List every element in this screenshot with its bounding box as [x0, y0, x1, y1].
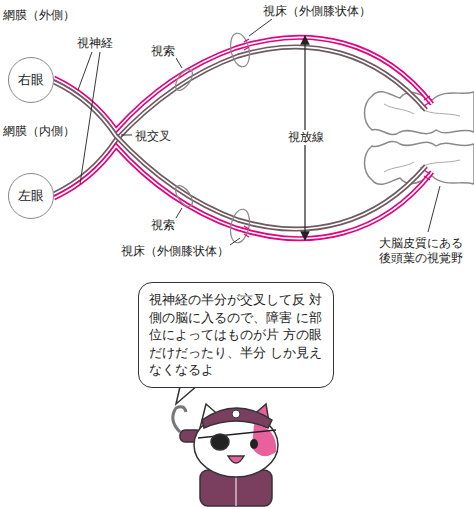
visual-pathway [54, 32, 432, 194]
part-label: 視索 [150, 218, 176, 233]
part-label: 視放線 [287, 130, 325, 145]
part-label: 視交叉 [134, 129, 172, 144]
eye-circle: 右眼 [8, 57, 54, 103]
part-label: 視神経 [76, 36, 114, 51]
visual-pathway [54, 82, 432, 244]
leader-line [78, 19, 440, 245]
part-label: 視床（外側膝状体） [262, 4, 372, 19]
bubble-text: 視神経の半分が交叉して反 対側の脳に入るので、障害 に部位によってはものが片 方… [149, 291, 323, 379]
part-label: 大脳皮質にある 後頭葉の視覚野 [378, 236, 470, 266]
visual-cortex [365, 92, 474, 135]
part-label: 網膜（内側） [2, 124, 76, 139]
part-label: 網膜（外側） [2, 8, 76, 23]
eye-label: 右眼 [18, 71, 44, 89]
part-label: 視索 [150, 44, 176, 59]
speech-bubble: 視神経の半分が交叉して反 対側の脳に入るので、障害 に部位によってはものが片 方… [138, 282, 334, 388]
cat-mascot [173, 404, 278, 506]
part-label: 視床（外側膝状体） [120, 244, 230, 259]
eye-label: 左眼 [18, 187, 44, 205]
eye-circle: 左眼 [8, 173, 54, 219]
visual-cortex [365, 141, 474, 184]
